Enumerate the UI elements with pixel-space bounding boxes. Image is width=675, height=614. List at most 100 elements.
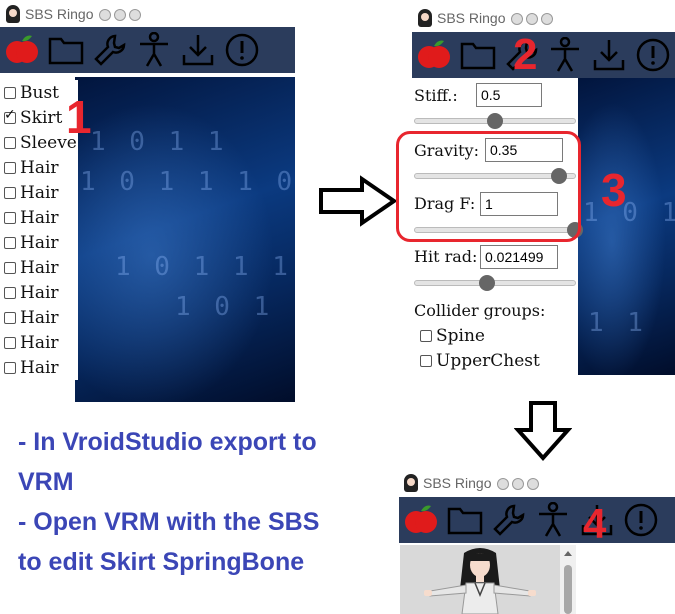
apple-outline-icon (526, 13, 539, 25)
bone-list-item[interactable]: Skirt (0, 105, 78, 130)
caption-line: - Open VRM with the SBS (18, 508, 320, 536)
download-button[interactable] (176, 27, 220, 73)
spring-settings-panel: Stiff.: 0.5 Gravity: 0.35 Drag F: 1 Hit … (412, 78, 583, 375)
collider-group-item[interactable]: UpperChest (414, 348, 540, 373)
avatar-icon (416, 9, 434, 27)
apple-button[interactable] (399, 497, 443, 543)
alert-button[interactable] (619, 497, 663, 543)
apple-button[interactable] (412, 32, 456, 78)
bone-label: Hair (20, 357, 59, 378)
person-button[interactable] (132, 27, 176, 73)
right-arrow-icon (319, 175, 398, 227)
apple-icon (405, 505, 437, 533)
scroll-up-icon[interactable] (560, 546, 576, 560)
download-icon (593, 40, 625, 71)
bone-label: Skirt (20, 107, 63, 128)
drag-input[interactable]: 1 (480, 192, 558, 216)
background-binary-panel-2: 1 0 1 1 1 (578, 78, 675, 375)
model-preview[interactable] (400, 545, 560, 614)
bone-checkbox[interactable] (4, 261, 16, 274)
toolbar-1 (0, 27, 295, 73)
folder-button[interactable] (456, 32, 500, 78)
person-button[interactable] (531, 497, 575, 543)
folder-icon (460, 42, 495, 70)
collider-label: UpperChest (436, 350, 540, 371)
wrench-button[interactable] (487, 497, 531, 543)
alert-icon (624, 503, 658, 537)
apple-icon (417, 40, 450, 68)
collider-groups-label: Collider groups: (414, 301, 546, 320)
scrollbar-thumb[interactable] (564, 565, 572, 614)
wrench-icon (94, 34, 126, 66)
bone-list-item[interactable]: Hair (0, 180, 78, 205)
title-apple-icons (510, 11, 554, 25)
gravity-slider[interactable] (414, 168, 576, 184)
person-button[interactable] (543, 32, 587, 78)
collider-group-item[interactable]: Spine (414, 323, 540, 348)
download-button[interactable] (587, 32, 631, 78)
folder-button[interactable] (44, 27, 88, 73)
window-title-bar-1: SBS Ringo (4, 2, 142, 26)
bone-label: Hair (20, 182, 59, 203)
apple-outline-icon (497, 478, 510, 490)
wrench-icon (493, 504, 525, 536)
title-apple-icons (98, 7, 142, 21)
folder-icon (48, 37, 84, 65)
bone-checkbox[interactable] (4, 186, 16, 199)
bone-list-item[interactable]: Bust (0, 80, 78, 105)
app-title: SBS Ringo (25, 6, 94, 22)
stiff-input[interactable]: 0.5 (476, 83, 542, 107)
bone-checkbox[interactable] (4, 136, 16, 149)
bone-list-item[interactable]: Hair (0, 305, 78, 330)
bone-list-item[interactable]: Hair (0, 155, 78, 180)
person-icon (551, 37, 580, 72)
gravity-slider-thumb[interactable] (551, 168, 567, 184)
bone-list-item[interactable]: Hair (0, 205, 78, 230)
bone-checkbox[interactable] (4, 286, 16, 299)
bone-list: BustSkirtSleeveHairHairHairHairHairHairH… (0, 80, 78, 380)
download-button[interactable] (575, 497, 619, 543)
alert-button[interactable] (631, 32, 675, 78)
preview-scrollbar[interactable] (560, 545, 576, 614)
bone-list-item[interactable]: Hair (0, 255, 78, 280)
window-title-bar-3: SBS Ringo (402, 471, 540, 495)
wrench-button[interactable] (500, 32, 544, 78)
step-number-3: 3 (601, 164, 627, 216)
apple-outline-icon (114, 9, 127, 21)
caption-line: VRM (18, 468, 74, 496)
apple-button[interactable] (0, 27, 44, 73)
bone-checkbox[interactable] (4, 211, 16, 224)
bone-list-item[interactable]: Hair (0, 330, 78, 355)
collider-checkbox[interactable] (420, 354, 432, 367)
bone-checkbox[interactable] (4, 107, 16, 124)
bone-list-item[interactable]: Hair (0, 280, 78, 305)
bone-list-item[interactable]: Hair (0, 230, 78, 255)
bone-checkbox[interactable] (4, 311, 16, 324)
gravity-input[interactable]: 0.35 (485, 138, 563, 162)
bone-checkbox[interactable] (4, 236, 16, 249)
stiff-slider[interactable] (414, 113, 576, 129)
stiff-slider-thumb[interactable] (487, 113, 503, 129)
step-number-1: 1 (66, 91, 92, 143)
bone-label: Sleeve (20, 132, 77, 153)
hit-radius-input[interactable]: 0.021499 (480, 245, 558, 269)
bone-list-item[interactable]: Hair (0, 355, 78, 380)
alert-button[interactable] (220, 27, 264, 73)
bone-checkbox[interactable] (4, 161, 16, 174)
bone-checkbox[interactable] (4, 336, 16, 349)
bone-label: Hair (20, 207, 59, 228)
bone-list-item[interactable]: Sleeve (0, 130, 78, 155)
bone-checkbox[interactable] (4, 86, 16, 99)
folder-button[interactable] (443, 497, 487, 543)
bone-label: Hair (20, 232, 59, 253)
collider-groups-list: Spine UpperChest (414, 323, 540, 373)
gravity-label: Gravity: (414, 141, 479, 160)
hit-radius-slider-thumb[interactable] (479, 275, 495, 291)
wrench-button[interactable] (88, 27, 132, 73)
toolbar-2 (412, 32, 675, 78)
caption-line: to edit Skirt SpringBone (18, 548, 305, 576)
hit-radius-slider[interactable] (414, 275, 576, 291)
stiff-label: Stiff.: (414, 86, 458, 105)
collider-checkbox[interactable] (420, 329, 432, 342)
bone-checkbox[interactable] (4, 361, 16, 374)
